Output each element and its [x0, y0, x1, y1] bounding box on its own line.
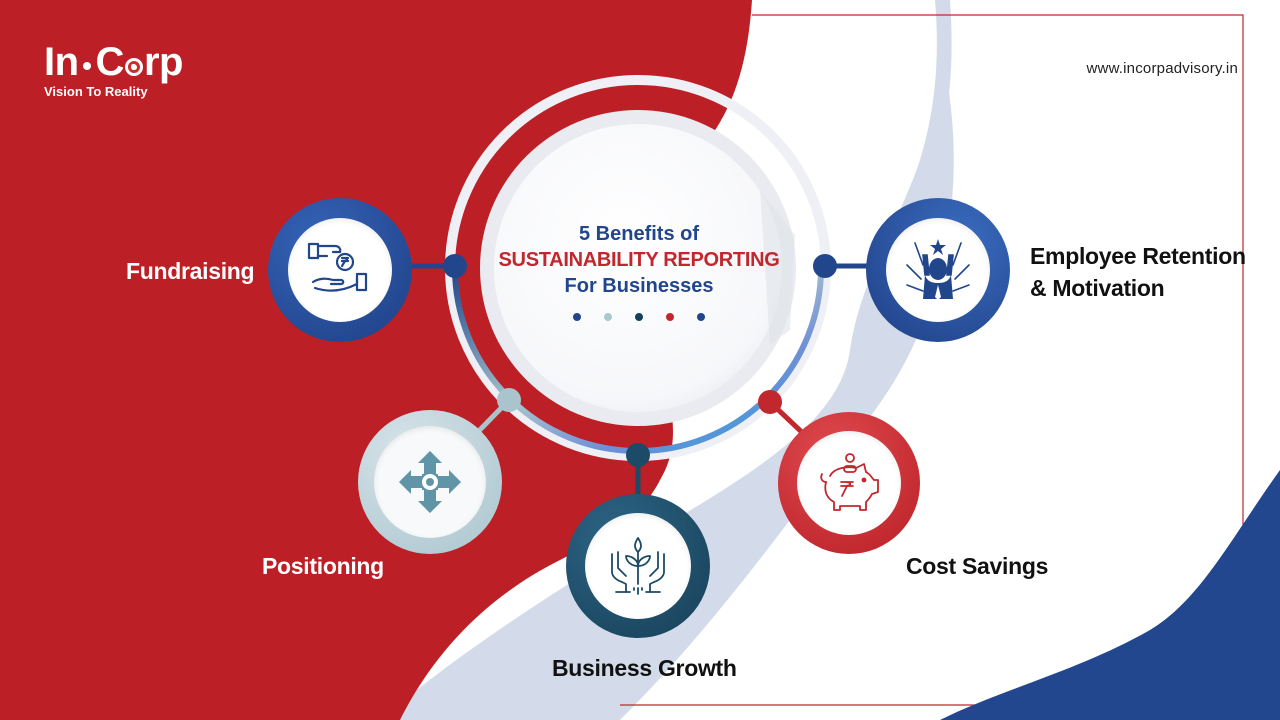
label-business-growth: Business Growth	[552, 655, 737, 681]
title-line-1: 5 Benefits of	[578, 223, 700, 245]
hand-coin-rupee-icon	[307, 242, 368, 292]
center-title: 5 Benefits of SUSTAINABILITY REPORTING F…	[498, 130, 780, 412]
label-employee-retention: Employee Retention & Motivation	[1030, 240, 1246, 304]
title-line-2: SUSTAINABILITY REPORTING	[498, 249, 780, 271]
logo-dot	[82, 62, 91, 70]
globe-icon	[124, 58, 143, 76]
frame-line	[620, 14, 1244, 706]
logo-tagline: Vision To Reality	[44, 84, 148, 99]
cost-savings-circle	[778, 412, 920, 554]
celebrating-employee-icon	[906, 239, 970, 300]
label-cost-savings: Cost Savings	[906, 553, 1049, 579]
four-way-arrows-icon	[399, 451, 461, 513]
blue-wave	[940, 470, 1280, 720]
hands-plant-growth-icon	[611, 537, 665, 595]
title-line-3: For Businesses	[564, 275, 714, 297]
logo-text-rp: rp	[143, 40, 184, 84]
positioning-circle	[358, 410, 502, 554]
label-fundraising: Fundraising	[126, 258, 255, 284]
dot-2	[604, 313, 612, 321]
dot-3	[635, 313, 643, 321]
label-employee-retention-line2: & Motivation	[1030, 275, 1165, 301]
logo-text-in: In	[44, 40, 79, 84]
website-url: www.incorpadvisory.in	[1086, 60, 1238, 77]
business-growth-circle	[566, 494, 710, 638]
dot-1	[573, 313, 581, 321]
label-employee-retention-line1: Employee Retention	[1030, 243, 1246, 269]
title-dots	[573, 313, 705, 321]
employee-retention-circle	[866, 198, 1010, 342]
piggy-bank-rupee-icon	[820, 453, 879, 511]
logo-wordmark: In C rp	[44, 40, 183, 84]
incorp-logo: In C rp Vision To Reality	[44, 40, 183, 99]
dot-4	[666, 313, 674, 321]
dot-5	[697, 313, 705, 321]
fundraising-circle	[268, 198, 412, 342]
logo-text-c: C	[95, 40, 125, 84]
label-positioning: Positioning	[262, 553, 384, 579]
